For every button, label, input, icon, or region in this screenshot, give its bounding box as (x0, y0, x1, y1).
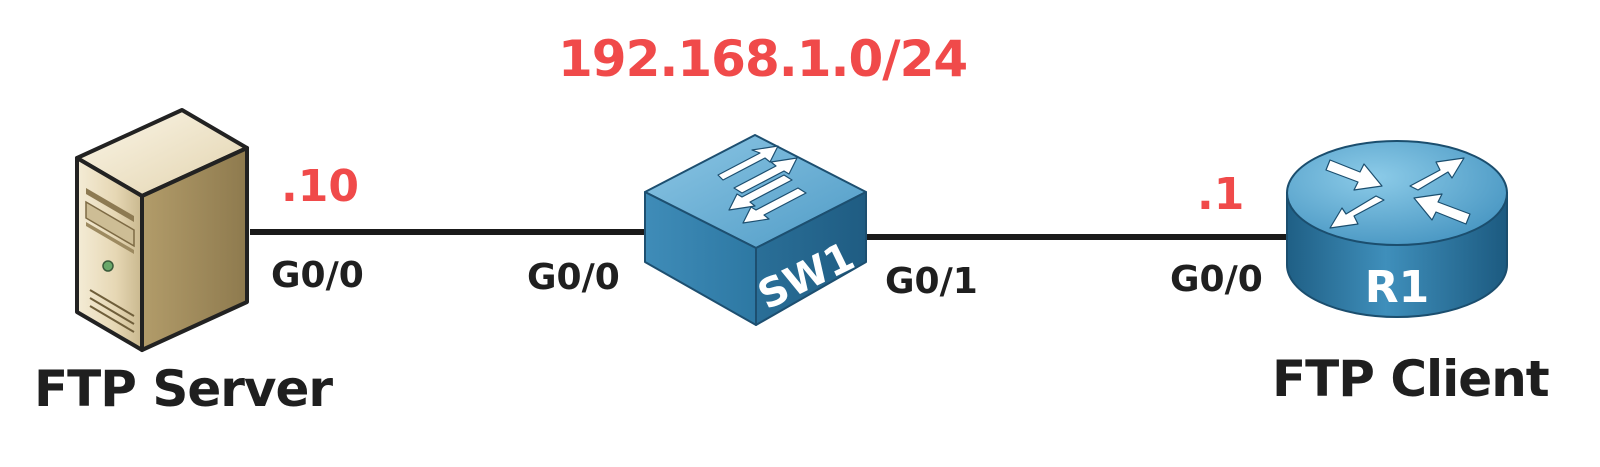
server-name-label: FTP Server (34, 360, 333, 418)
server-tower-icon (75, 108, 249, 352)
server-ip-label: .10 (281, 161, 359, 212)
router-icon: R1 (1286, 140, 1508, 318)
switch-icon: SW1 (644, 134, 867, 326)
router-name-label: FTP Client (1272, 350, 1550, 408)
switch-port-right-label: G0/1 (885, 261, 978, 302)
server-port-label: G0/0 (271, 255, 364, 296)
subnet-label: 192.168.1.0/24 (558, 30, 968, 88)
router-label: R1 (1365, 262, 1430, 313)
router-port-label: G0/0 (1170, 259, 1263, 300)
switch-port-left-label: G0/0 (527, 257, 620, 298)
router-ip-label: .1 (1197, 169, 1245, 220)
